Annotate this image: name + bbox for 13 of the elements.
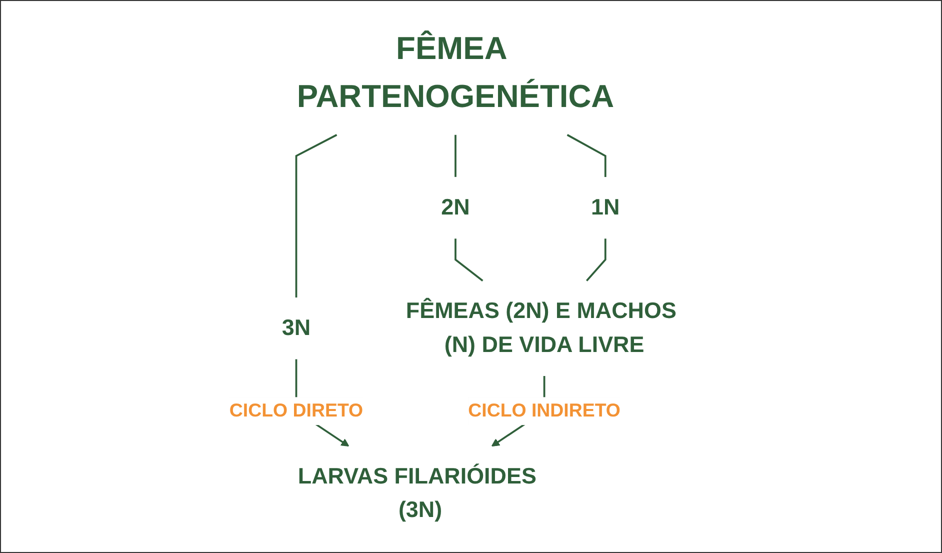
node-text: 1N [591,194,620,220]
connector [566,134,606,177]
node-text: FÊMEAS (2N) E MACHOS (N) DE VIDA LIVRE [406,298,676,358]
node-text: FÊMEA PARTENOGENÉTICA [296,31,614,114]
connector [295,134,338,298]
node-text: 2N [441,194,470,220]
node-text: 3N [282,315,311,341]
edge-label: CICLO DIRETO [229,400,364,422]
connector [586,238,606,282]
node-text: LARVAS FILARIÓIDES (3N) [298,464,536,523]
connector [454,134,456,177]
connector [454,238,484,282]
edge-label: CICLO INDIRETO [468,400,620,422]
